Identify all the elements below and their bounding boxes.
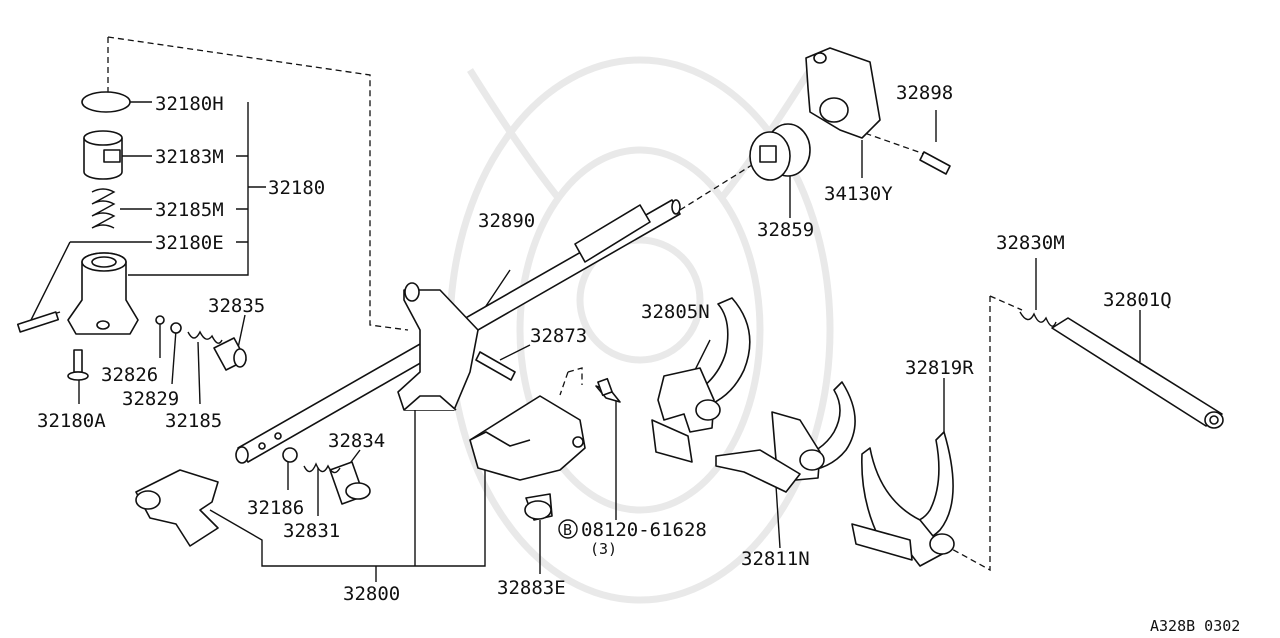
label-32185M: 32185M: [155, 199, 224, 221]
part-selector-plate: [469, 395, 586, 481]
part-34130Y-bracket: [805, 47, 881, 139]
label-32805N: 32805N: [641, 301, 710, 323]
part-32180E-housing: [16, 252, 139, 335]
part-08120-61628-bolt: [595, 377, 621, 403]
part-32829-ball: [170, 322, 182, 334]
label-32830M: 32830M: [996, 232, 1065, 254]
label-32180A: 32180A: [37, 410, 106, 432]
label-32180: 32180: [268, 177, 325, 199]
part-32831-spring: [303, 462, 341, 474]
label-32834: 32834: [328, 430, 385, 452]
label-32859: 32859: [757, 219, 814, 241]
label-34130Y: 34130Y: [824, 183, 893, 205]
part-32811N-fork: [715, 381, 856, 493]
label-32185: 32185: [165, 410, 222, 432]
part-32800-bracket: [135, 469, 219, 547]
part-32801Q-rod: [1051, 317, 1224, 429]
label-32883E: 32883E: [497, 577, 566, 599]
part-32873-pin: [475, 351, 516, 381]
label-32183M: 32183M: [155, 146, 224, 168]
diagram-code: A328B 0302: [1150, 617, 1240, 635]
label-32811N: 32811N: [741, 548, 810, 570]
part-32185-spring: [187, 330, 223, 344]
label-32180E: 32180E: [155, 232, 224, 254]
label-32890: 32890: [478, 210, 535, 232]
label-32826: 32826: [101, 364, 158, 386]
label-32186: 32186: [247, 497, 304, 519]
part-32835-plug: [213, 337, 247, 371]
bolt-mark-circle: [558, 519, 578, 539]
part-32883E-bushing: [524, 493, 553, 521]
part-32180A-bolt: [67, 349, 89, 381]
label-32801Q: 32801Q: [1103, 289, 1172, 311]
part-32898-pin: [919, 151, 951, 175]
part-shift-lever-assembly: [397, 282, 479, 411]
label-32829: 32829: [122, 388, 179, 410]
label-08120-qty: (3): [590, 540, 617, 558]
part-labels: 32180H 32183M 32180 32185M 32180E 32835 …: [37, 82, 1240, 635]
part-32186-ball: [282, 447, 298, 463]
part-32183M-plunger: [83, 130, 123, 180]
label-32180H: 32180H: [155, 93, 224, 115]
label-bolt-mark: B: [563, 521, 572, 539]
label-32835: 32835: [208, 295, 265, 317]
label-32873: 32873: [530, 325, 587, 347]
part-32826-ball: [155, 315, 165, 325]
part-32834-plug: [329, 461, 371, 505]
part-32830M-spring: [1019, 311, 1057, 327]
label-32831: 32831: [283, 520, 340, 542]
part-32180H-cap: [81, 91, 131, 113]
watermark-emblem: [446, 56, 834, 604]
part-32859-bushing: [749, 123, 811, 181]
part-32185M-spring: [91, 188, 116, 229]
label-08120-61628: 08120-61628: [581, 519, 707, 541]
label-32898: 32898: [896, 82, 953, 104]
part-32819R-fork: [851, 431, 955, 567]
label-32800: 32800: [343, 583, 400, 605]
part-32805N-fork: [651, 297, 751, 463]
label-32819R: 32819R: [905, 357, 974, 379]
